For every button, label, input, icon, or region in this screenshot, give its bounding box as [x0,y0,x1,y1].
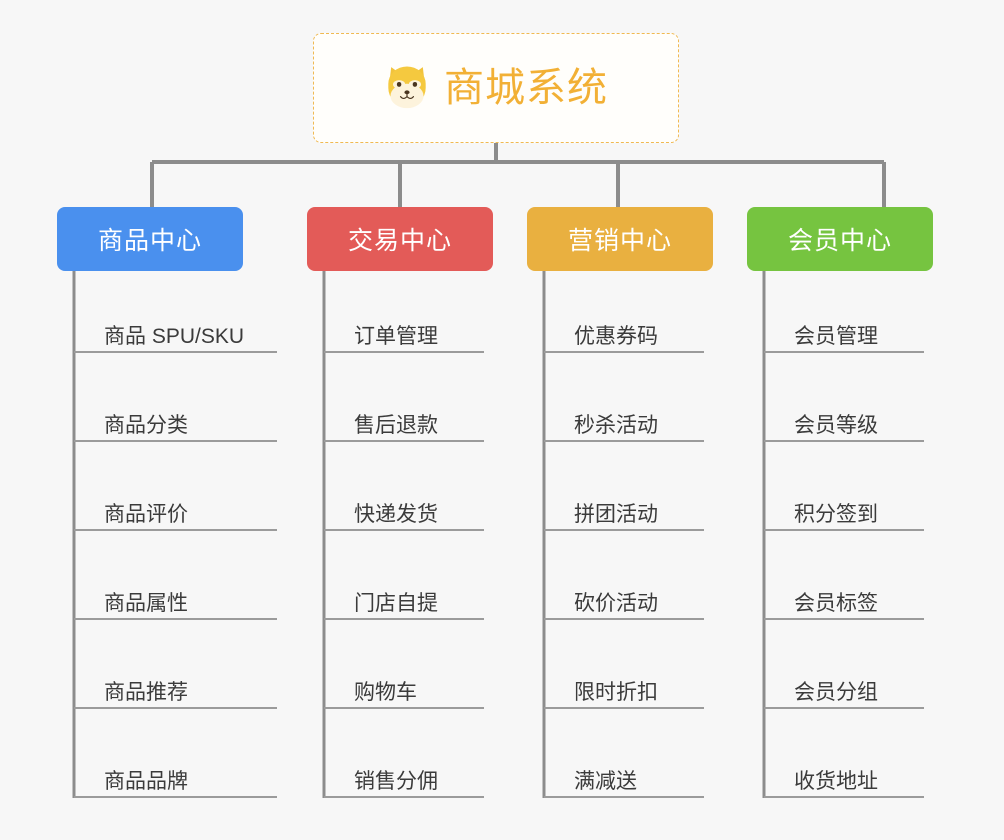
root-node[interactable]: 商城系统 [313,33,679,143]
leaf-item[interactable]: 购物车 [324,665,484,709]
leaf-label: 销售分佣 [354,769,438,793]
leaf-label: 购物车 [354,680,417,704]
leaf-label: 满减送 [574,769,637,793]
leaf-item[interactable]: 售后退款 [324,398,484,442]
leaf-item[interactable]: 限时折扣 [544,665,704,709]
leaf-label: 商品分类 [104,413,188,437]
category-box-4[interactable]: 会员中心 [747,207,933,271]
leaf-label: 会员等级 [794,413,878,437]
leaf-label: 商品 SPU/SKU [104,324,245,348]
leaf-label: 限时折扣 [574,680,658,704]
leaf-item[interactable]: 拼团活动 [544,487,704,531]
category-label: 营销中心 [567,227,672,255]
leaf-label: 拼团活动 [574,502,658,526]
leaf-item[interactable]: 会员管理 [764,309,924,353]
category-label: 商品中心 [97,227,202,255]
leaf-item[interactable]: 秒杀活动 [544,398,704,442]
leaf-item[interactable]: 会员标签 [764,576,924,620]
category-box-1[interactable]: 商品中心 [57,207,243,271]
leaf-item[interactable]: 会员等级 [764,398,924,442]
leaf-label: 售后退款 [354,413,438,437]
root-title: 商城系统 [444,66,608,110]
leaf-item[interactable]: 门店自提 [324,576,484,620]
leaf-item[interactable]: 商品推荐 [74,665,277,709]
leaf-item[interactable]: 快递发货 [324,487,484,531]
leaf-item[interactable]: 积分签到 [764,487,924,531]
leaf-label: 商品品牌 [104,769,188,793]
leaf-label: 砍价活动 [574,591,658,615]
leaf-label: 商品推荐 [104,680,188,704]
leaf-label: 商品评价 [104,502,188,526]
leaf-label: 收货地址 [794,769,878,793]
category-box-3[interactable]: 营销中心 [527,207,713,271]
leaf-item[interactable]: 会员分组 [764,665,924,709]
leaf-item[interactable]: 收货地址 [764,754,924,798]
leaf-label: 商品属性 [104,591,188,615]
category-label: 会员中心 [787,227,892,255]
leaf-label: 会员标签 [794,591,878,615]
leaf-label: 秒杀活动 [574,413,658,437]
leaf-item[interactable]: 商品分类 [74,398,277,442]
leaf-item[interactable]: 商品评价 [74,487,277,531]
leaf-item[interactable]: 优惠券码 [544,309,704,353]
shiba-inu-dog-emoji [384,65,430,111]
leaf-label: 订单管理 [354,324,438,348]
leaf-item[interactable]: 订单管理 [324,309,484,353]
leaf-item[interactable]: 销售分佣 [324,754,484,798]
leaf-item[interactable]: 砍价活动 [544,576,704,620]
leaf-item[interactable]: 满减送 [544,754,704,798]
leaf-label: 会员管理 [794,324,878,348]
category-box-2[interactable]: 交易中心 [307,207,493,271]
leaf-item[interactable]: 商品属性 [74,576,277,620]
leaf-label: 优惠券码 [574,324,658,348]
leaf-label: 门店自提 [354,591,438,615]
leaf-item[interactable]: 商品品牌 [74,754,277,798]
leaf-item[interactable]: 商品 SPU/SKU [74,309,277,353]
leaf-label: 快递发货 [354,502,438,526]
leaf-label: 积分签到 [794,502,878,526]
leaf-label: 会员分组 [794,680,878,704]
category-label: 交易中心 [347,227,452,255]
